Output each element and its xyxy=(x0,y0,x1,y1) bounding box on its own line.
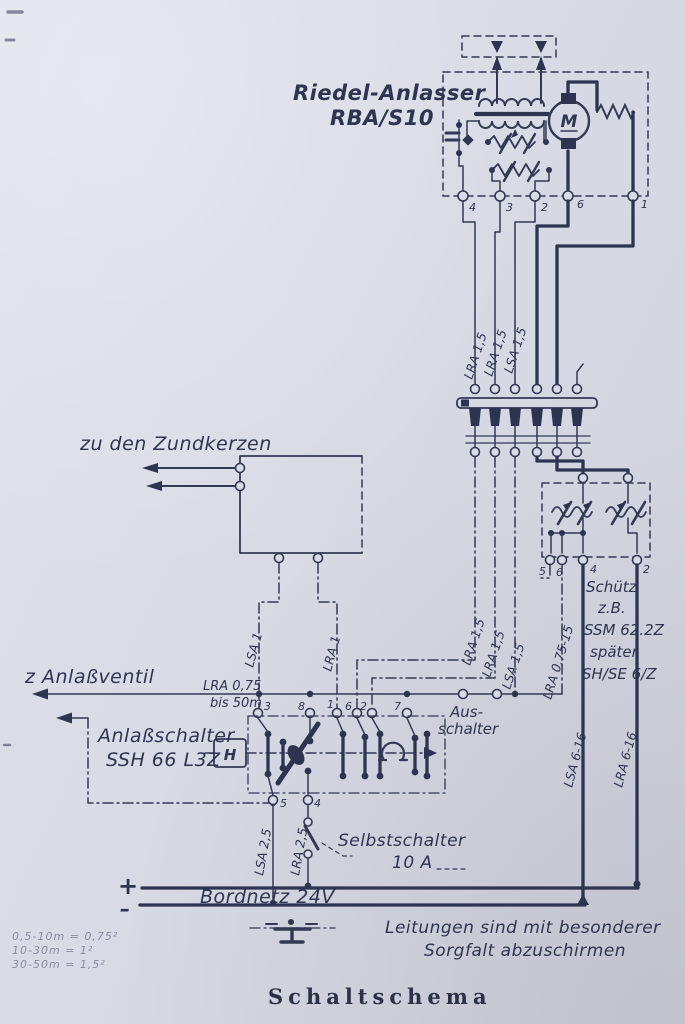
terminal-number: 3 xyxy=(264,700,271,713)
contactor-label-line3: SSM 62.2Z xyxy=(584,621,665,639)
motor-label: M xyxy=(561,112,578,132)
valve-label: z Anlaßventil xyxy=(24,666,155,688)
terminal-number: 6 xyxy=(556,566,563,579)
spark-terminal-icon xyxy=(491,41,503,53)
terminal-number: 6 xyxy=(577,198,584,211)
valve-line xyxy=(32,688,563,700)
terminal-number: 1 xyxy=(327,698,334,711)
ignition-coil-symbol xyxy=(466,98,551,143)
wire-label: LSA 1,5 xyxy=(499,641,528,691)
arrow-left-icon xyxy=(32,688,48,700)
switch-handle xyxy=(275,721,321,786)
starter-name-line2: RBA/S10 xyxy=(330,106,434,130)
contact-resistor-row xyxy=(485,120,549,155)
off-switch-label-line1: Aus- xyxy=(449,703,483,721)
glow-indicator-label: H xyxy=(224,746,237,764)
plus-sign: + xyxy=(118,872,139,900)
contactor-enclosure xyxy=(541,482,651,558)
terminal-number: 4 xyxy=(314,797,321,810)
scan-artifacts xyxy=(2,10,24,747)
page-title: Schaltschema xyxy=(268,984,492,1009)
wire-label: LSA 2,5 xyxy=(251,827,274,876)
main-feeders xyxy=(577,563,641,905)
ignition-label: zu den Zundkerzen xyxy=(79,433,272,455)
terminal-number: 2 xyxy=(541,201,548,214)
spark-terminal-box xyxy=(461,35,557,58)
arrow-left-icon xyxy=(56,712,72,724)
switch-terminal-stubs xyxy=(257,717,416,796)
wire-size-note-line3: 30-50m = 1,5² xyxy=(12,958,106,971)
ground-icon xyxy=(249,919,336,944)
contactor-label-line4: später xyxy=(590,643,639,661)
connector-block xyxy=(456,383,598,458)
wire-label: LSA 1 xyxy=(241,631,265,669)
wire-label: LRA 1 xyxy=(319,634,343,673)
wire-label: LRA 6-16 xyxy=(610,730,639,789)
contactor-unit: 5 6 4 2 xyxy=(539,472,651,579)
terminal-number: 3 xyxy=(506,201,513,214)
breaker-label-line2: 10 A xyxy=(392,853,433,873)
contactor-label-line2: z.B. xyxy=(597,599,626,617)
off-switch-contact xyxy=(457,688,469,700)
terminal-number: 7 xyxy=(394,700,401,713)
riedel-starter-unit: M xyxy=(442,35,649,197)
terminal-number: 6 xyxy=(345,700,352,713)
starter-name-line1: Riedel-Anlasser xyxy=(293,81,487,105)
terminal-number: 2 xyxy=(643,563,650,576)
terminal-number: 5 xyxy=(539,565,546,578)
labels: Riedel-Anlasser RBA/S10 zu den Zundkerze… xyxy=(12,81,665,1009)
off-switch-contact xyxy=(491,688,503,700)
wire-label: LRA 0,75-15 xyxy=(540,623,577,701)
switch-name-line2: SSH 66 L3Z xyxy=(106,749,221,771)
starter-enclosure xyxy=(442,71,649,197)
wire-size-note-line2: 10-30m = 1² xyxy=(12,944,93,957)
terminal-number: 5 xyxy=(280,797,287,810)
feeder-junction-icon xyxy=(577,894,589,905)
valve-wire-label: LRA 0,75 xyxy=(203,679,261,694)
contactor-label-line1: Schütz xyxy=(586,578,638,596)
valve-length-label: bis 50m xyxy=(210,696,262,711)
contactor-label-line5: SH/SE 6/Z xyxy=(582,665,657,683)
ignition-distributor-box xyxy=(142,455,363,709)
breaker-blade xyxy=(303,824,320,851)
terminal-number: 4 xyxy=(469,201,476,214)
off-switch-label-line2: schalter xyxy=(438,720,499,738)
wire-size-note-line1: 0,5-10m = 0,75² xyxy=(12,930,118,943)
shield-note-line2: Sorgfalt abzuschirmen xyxy=(424,941,626,961)
breaker-label-line1: Selbstschalter xyxy=(338,831,466,851)
distribution-wires xyxy=(356,455,630,709)
starter-switch-unit: 3 8 1 6 2 7 H xyxy=(204,698,446,810)
switch-name-line1: Anlaßschalter xyxy=(96,725,235,747)
switch-contacts xyxy=(264,730,431,780)
series-resistor-symbol xyxy=(596,102,635,193)
wire-label: LSA 6-16 xyxy=(560,731,589,789)
power-bus xyxy=(138,886,640,944)
spark-terminal-icon xyxy=(535,41,547,53)
terminal-number: 8 xyxy=(298,700,305,713)
starter-terminals: 4 3 2 6 1 xyxy=(457,190,648,214)
shield-note-line1: Leitungen sind mit besonderer xyxy=(385,918,661,938)
contact-resistor-row xyxy=(489,160,552,192)
terminal-number: 1 xyxy=(641,198,648,211)
power-label: Bordnetz 24V xyxy=(200,886,336,908)
drop-wires xyxy=(462,199,635,386)
terminal-number: 2 xyxy=(360,700,367,713)
terminal-number: 4 xyxy=(590,563,597,576)
switch-rotor xyxy=(377,741,409,762)
motor-symbol: M xyxy=(547,80,599,193)
minus-sign: – xyxy=(120,897,131,921)
condenser-symbol xyxy=(444,119,474,192)
switch-enclosure xyxy=(247,715,446,794)
